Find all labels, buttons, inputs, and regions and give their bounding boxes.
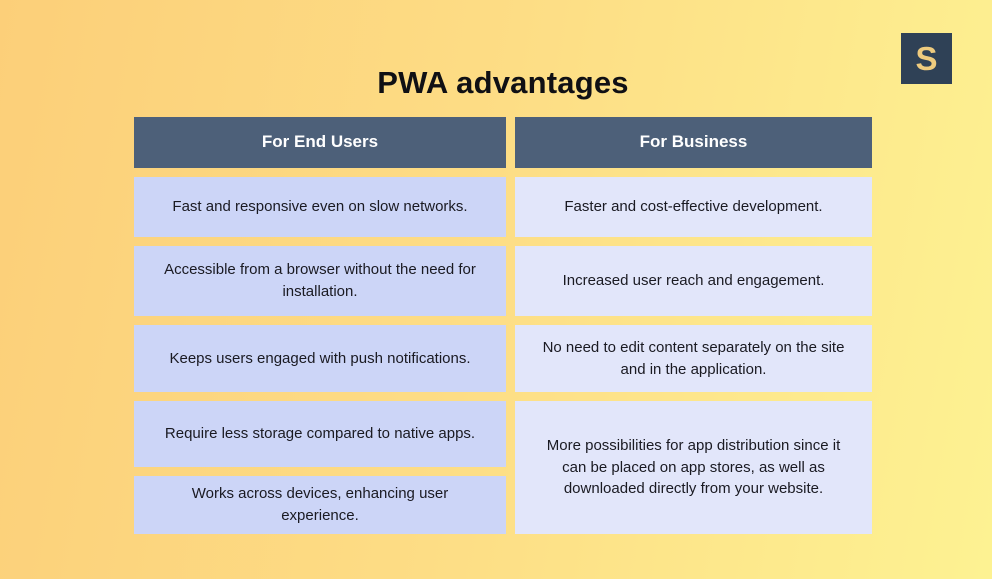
advantages-table: For End Users For Business Fast and resp… (134, 117, 872, 534)
brand-logo: S (901, 33, 952, 84)
business-cell-4: More possibilities for app distribution … (515, 401, 872, 534)
column-header-end-users: For End Users (134, 117, 506, 168)
column-header-business: For Business (515, 117, 872, 168)
business-cell-2: Increased user reach and engagement. (515, 246, 872, 316)
page-title: PWA advantages (377, 64, 629, 100)
business-cell-3: No need to edit content separately on th… (515, 325, 872, 392)
end-users-cell-1: Fast and responsive even on slow network… (134, 177, 506, 237)
end-users-cell-2: Accessible from a browser without the ne… (134, 246, 506, 316)
business-cell-1: Faster and cost-effective development. (515, 177, 872, 237)
brand-logo-letter: S (915, 40, 938, 77)
end-users-cell-4: Require less storage compared to native … (134, 401, 506, 467)
end-users-cell-5: Works across devices, enhancing user exp… (134, 476, 506, 534)
end-users-cell-3: Keeps users engaged with push notificati… (134, 325, 506, 392)
